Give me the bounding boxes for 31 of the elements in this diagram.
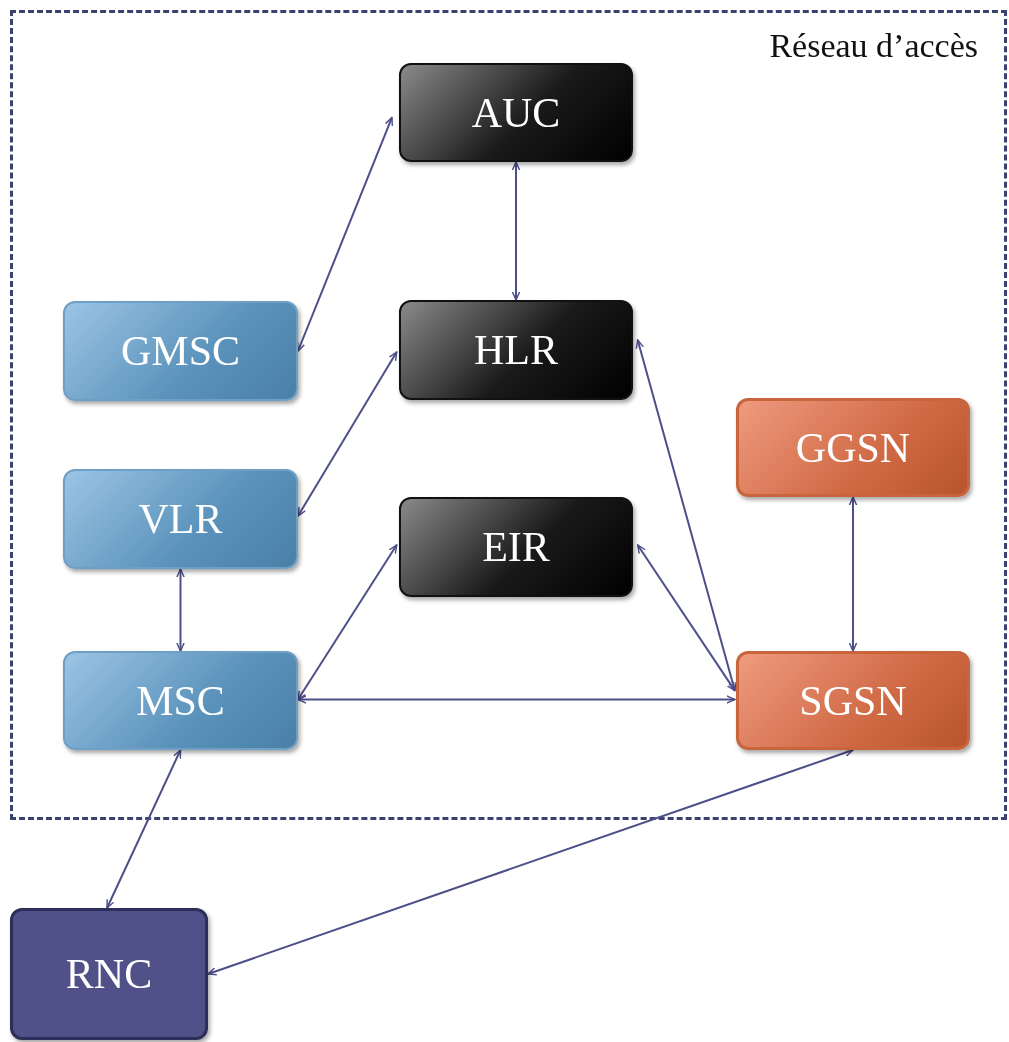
process-box [63, 651, 298, 750]
node-label: GMSC [120, 327, 241, 375]
connector-arrow [106, 749, 182, 909]
node-label: HLR [474, 326, 558, 374]
connector-arrow [297, 695, 736, 704]
node-label: SGSN [799, 676, 907, 725]
connector-arrow [296, 116, 393, 352]
connector-arrow [635, 339, 737, 692]
node-label: GGSN [795, 423, 911, 472]
process-box [10, 908, 208, 1040]
process-box [736, 398, 970, 497]
process-box [63, 301, 298, 401]
node-label: AUC [471, 88, 561, 137]
node-label: MSC [136, 676, 225, 725]
region-title: Réseau d’accès [769, 27, 978, 65]
connector-arrow [848, 496, 858, 652]
connector-arrow [511, 161, 521, 301]
process-box [736, 651, 970, 750]
process-box [399, 497, 633, 597]
connector-arrow [207, 748, 854, 976]
process-box [63, 469, 298, 569]
dashed-region [10, 10, 1007, 820]
connector-arrow [297, 544, 398, 701]
process-box [399, 63, 633, 162]
connector-arrow [297, 351, 398, 517]
node-label: RNC [65, 950, 153, 998]
process-box [399, 300, 633, 400]
node-label: EIR [482, 523, 550, 571]
connector-arrow [176, 568, 185, 652]
connector-arrow [636, 544, 736, 692]
node-label: VLR [138, 495, 223, 543]
